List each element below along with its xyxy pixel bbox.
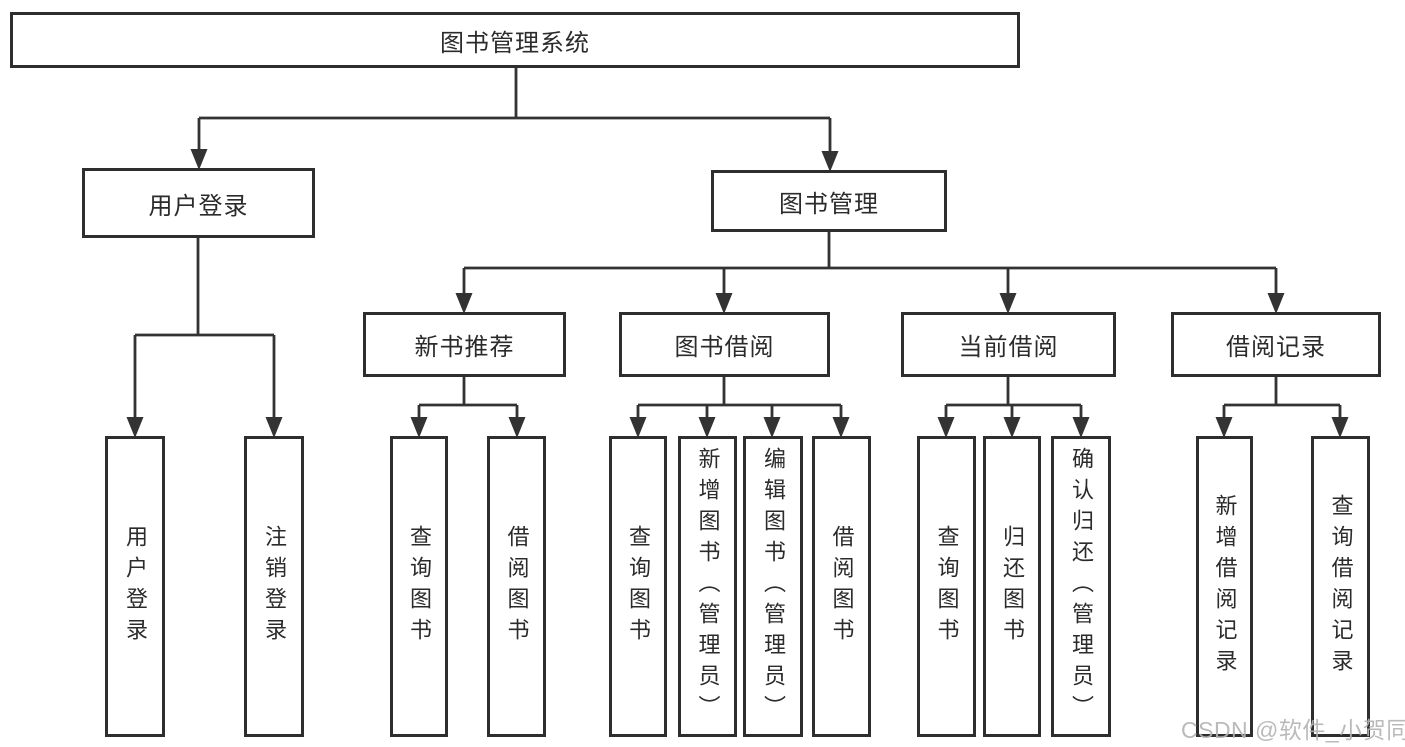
leaf-logout: 注销登录 [244,436,304,737]
leaf-borrow-books-1: 借阅图书 [487,436,546,737]
leaf-add-books-admin: 新增图书（管理员） [678,436,737,737]
leaf-edit-books-admin: 编辑图书（管理员） [743,436,803,737]
node-new-book-recommend: 新书推荐 [363,312,566,377]
leaf-borrow-books-2: 借阅图书 [812,436,871,737]
leaf-query-books-2: 查询图书 [609,436,667,737]
leaf-query-borrow-record: 查询借阅记录 [1311,436,1370,737]
leaf-query-books-1: 查询图书 [390,436,448,737]
leaf-add-borrow-record: 新增借阅记录 [1196,436,1253,737]
node-library-system: 图书管理系统 [10,12,1020,68]
leaf-query-books-3: 查询图书 [917,436,976,737]
node-current-borrowing: 当前借阅 [901,312,1116,377]
node-borrow-records: 借阅记录 [1171,312,1381,377]
node-user-login: 用户登录 [82,168,315,238]
leaf-confirm-return-admin: 确认归还（管理员） [1051,436,1111,737]
watermark: CSDN @软件_小贺同学 [1181,717,1405,743]
node-book-management: 图书管理 [711,170,947,232]
leaf-return-books: 归还图书 [983,436,1041,737]
node-book-borrowing: 图书借阅 [619,312,830,377]
leaf-user-login: 用户登录 [105,436,165,737]
